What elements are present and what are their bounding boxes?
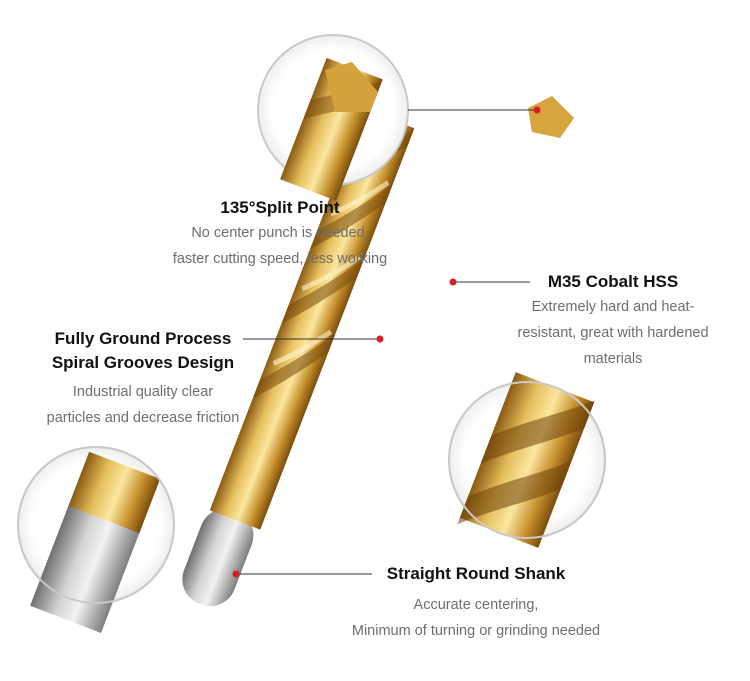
callout-shank: Straight Round Shank Accurate centering,… xyxy=(306,562,646,644)
marker-cobalt xyxy=(449,278,457,286)
marker-shank xyxy=(232,570,240,578)
markers xyxy=(232,106,541,578)
callout-title: M35 Cobalt HSS xyxy=(547,272,679,291)
callout-title: 135°Split Point xyxy=(220,198,340,217)
callout-title-line: Spiral Grooves Design xyxy=(51,353,235,372)
callout-title-line: Fully Ground Process xyxy=(54,329,232,348)
drill-shank xyxy=(182,508,254,607)
marker-split-point xyxy=(533,106,541,114)
callout-desc-line: resistant, great with hardened xyxy=(517,325,709,341)
callout-desc-line: No center punch is needed, xyxy=(191,225,369,241)
callout-desc-line: materials xyxy=(583,351,643,367)
callout-grooves: Fully Ground Process Spiral Grooves Desi… xyxy=(12,327,274,431)
callout-desc-line: particles and decrease friction xyxy=(46,410,240,426)
drill-bit xyxy=(182,96,574,607)
callout-desc-line: Extremely hard and heat- xyxy=(531,299,695,315)
zoom-bubble-split-point xyxy=(257,34,409,201)
marker-grooves xyxy=(376,335,384,343)
callout-cobalt: M35 Cobalt HSS Extremely hard and heat- … xyxy=(478,270,748,372)
drill-tip xyxy=(528,96,574,138)
callout-desc-line: Minimum of turning or grinding needed xyxy=(351,623,601,639)
zoom-bubble-shank xyxy=(17,446,175,633)
callout-title: Straight Round Shank xyxy=(386,564,566,583)
callout-split-point: 135°Split Point No center punch is neede… xyxy=(130,196,430,272)
leader-lines xyxy=(236,109,537,575)
callout-desc-line: Industrial quality clear xyxy=(72,384,214,400)
zoom-bubble-flutes xyxy=(448,372,606,548)
callout-desc-line: Accurate centering, xyxy=(413,597,539,613)
callout-desc-line: faster cutting speed, less working xyxy=(172,251,388,267)
